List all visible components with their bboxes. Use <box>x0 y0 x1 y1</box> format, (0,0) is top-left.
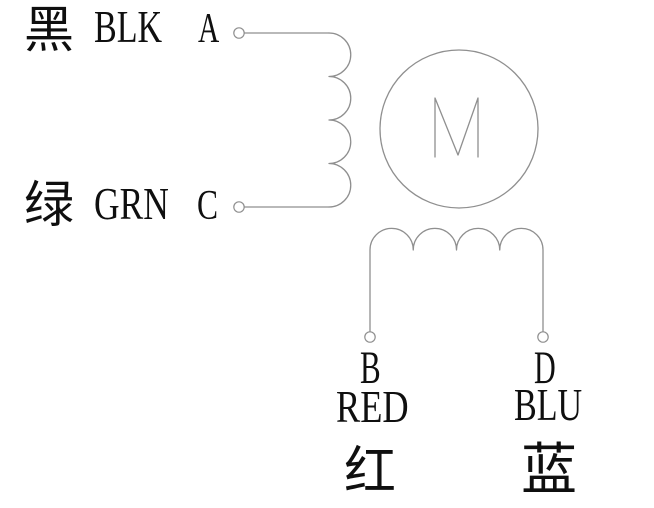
label-terminal-b: B <box>360 342 381 394</box>
motor-body-circle <box>379 49 539 209</box>
label-terminal-a: A <box>198 6 220 52</box>
label-terminal-c: C <box>197 183 219 229</box>
label-red-cn: 红 <box>344 444 397 501</box>
terminal-d-node <box>537 331 549 343</box>
terminal-b-node <box>364 331 376 343</box>
label-red-abbr: RED <box>336 381 409 432</box>
label-blue-abbr: BLU <box>514 379 583 430</box>
label-blue-cn: 蓝 <box>521 440 577 502</box>
label-black-abbr: BLK <box>94 1 163 52</box>
winding-ac-coil <box>328 32 352 208</box>
label-green-abbr: GRN <box>94 178 169 229</box>
terminal-a-node <box>233 27 245 39</box>
motor-letter-m <box>434 97 479 158</box>
winding-bd-coil <box>369 227 544 333</box>
label-black-cn: 黑 <box>24 2 74 58</box>
label-green-cn: 绿 <box>24 177 74 233</box>
label-terminal-d: D <box>534 342 556 394</box>
terminal-c-node <box>233 201 245 213</box>
